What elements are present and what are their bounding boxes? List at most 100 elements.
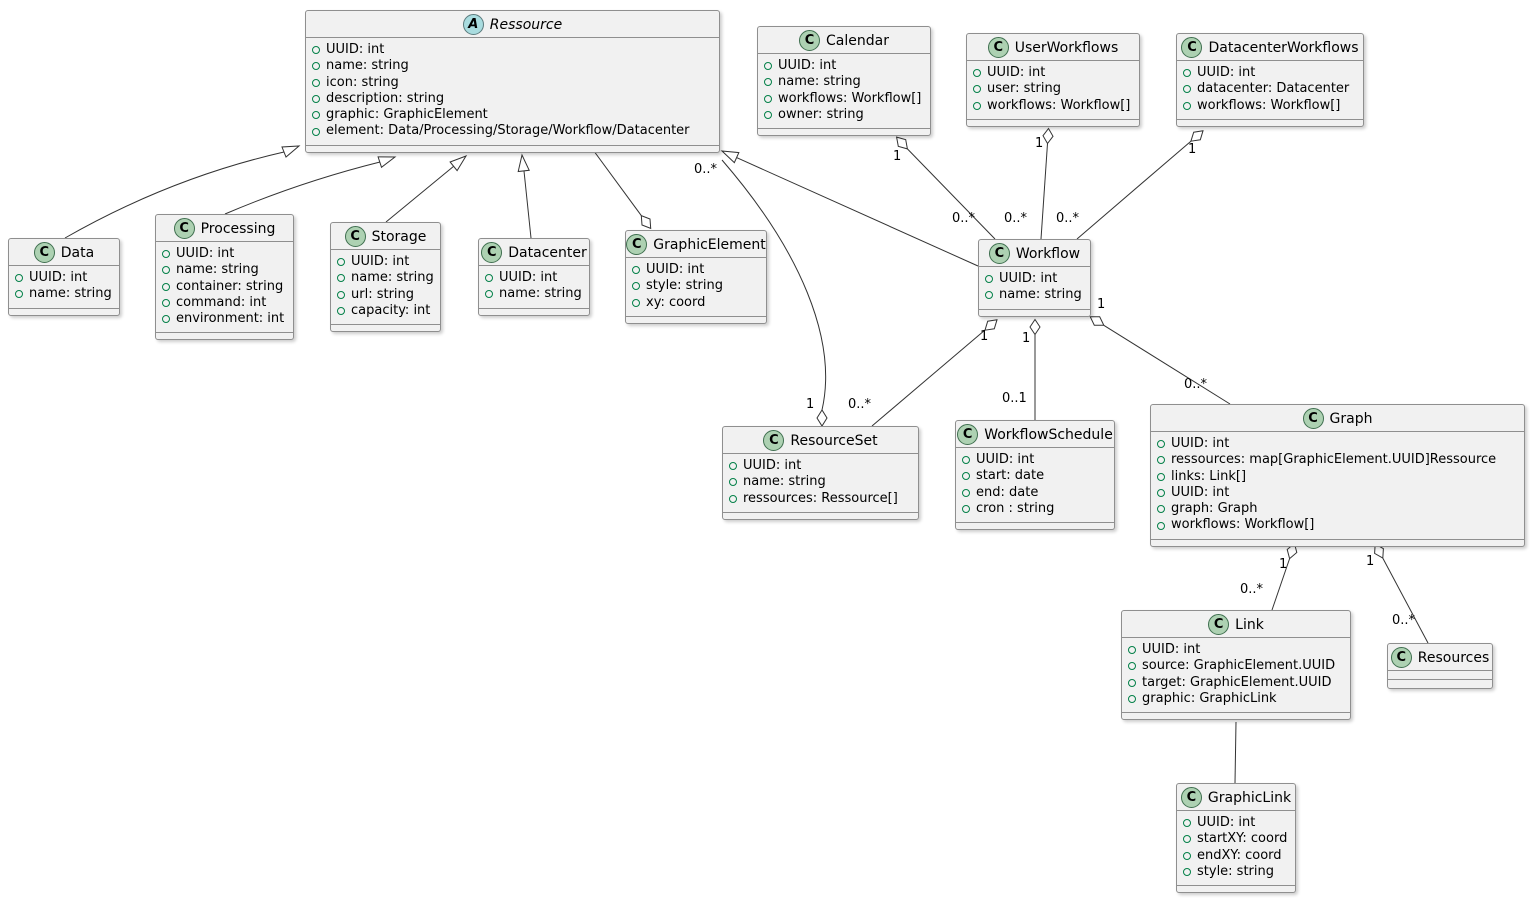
class-attribute: target: GraphicElement.UUID: [1128, 675, 1343, 691]
class-icon: C: [988, 243, 1010, 264]
class-attribute: name: string: [312, 58, 712, 74]
class-attribute: UUID: int: [1183, 65, 1356, 81]
class-attribute: ressources: map[GraphicElement.UUID]Ress…: [1157, 452, 1517, 468]
class-name: UserWorkflows: [1014, 39, 1119, 56]
edge-ressource-graphicelement: [587, 142, 642, 216]
class-header: C Processing: [156, 215, 293, 242]
edge-calendar-workflow: [907, 148, 996, 240]
class-header: C Resources: [1388, 644, 1492, 671]
class-header: A Ressource: [306, 11, 719, 38]
class-attribute: name: string: [985, 287, 1083, 303]
inheritance-arrow: [449, 155, 468, 172]
class-header: C Storage: [331, 223, 440, 250]
methods-compartment: [1177, 885, 1295, 892]
class-name: Datacenter: [508, 244, 587, 261]
class-icon: C: [173, 218, 195, 239]
class-name: Resources: [1417, 649, 1490, 666]
aggregation-diamond: [640, 214, 652, 230]
class-attribute: UUID: int: [1183, 815, 1288, 831]
class-attribute: ressources: Ressource[]: [729, 491, 911, 507]
edge-workflow-graph: [1103, 324, 1231, 405]
edge-userworkflows-workflow: [1040, 143, 1048, 240]
methods-compartment: [331, 324, 440, 331]
class-attribute: element: Data/Processing/Storage/Workflo…: [312, 123, 712, 139]
methods-compartment: [723, 511, 918, 519]
class-attribute: url: string: [337, 287, 433, 303]
edge-link-graphiclink: [1234, 721, 1237, 784]
class-icon: C: [33, 242, 55, 263]
class-resources: C Resources: [1387, 643, 1493, 689]
class-name: Graph: [1329, 410, 1373, 427]
class-attribute: UUID: int: [764, 58, 923, 74]
class-header: C Graph: [1151, 405, 1524, 432]
class-icon: C: [1208, 614, 1230, 635]
class-name: GraphicLink: [1207, 789, 1292, 806]
methods-compartment: [1151, 538, 1524, 546]
class-attribute: UUID: int: [985, 271, 1083, 287]
methods-compartment: [1388, 679, 1492, 688]
class-name: WorkflowSchedule: [984, 426, 1113, 443]
class-name: Ressource: [489, 16, 563, 33]
aggregation-diamond: [1042, 127, 1054, 145]
class-attribute: UUID: int: [729, 458, 911, 474]
class-name: Processing: [200, 220, 276, 237]
class-attribute: workflows: Workflow[]: [764, 91, 923, 107]
class-attribute: description: string: [312, 91, 712, 107]
aggregation-diamond: [1374, 543, 1384, 559]
class-icon: C: [957, 424, 979, 445]
inheritance-arrow: [517, 153, 530, 173]
class-attribute: UUID: int: [973, 65, 1132, 81]
class-attribute: source: GraphicElement.UUID: [1128, 658, 1343, 674]
class-name: Storage: [371, 228, 427, 245]
class-attribute: endXY: coord: [1183, 848, 1288, 864]
aggregation-diamond: [1190, 130, 1204, 142]
class-icon: C: [344, 226, 366, 247]
class-attribute: UUID: int: [1157, 436, 1517, 452]
class-header: C ResourceSet: [723, 427, 918, 454]
class-header: C GraphicLink: [1177, 784, 1295, 811]
class-attribute: name: string: [15, 286, 112, 302]
class-attribute: style: string: [632, 278, 759, 294]
edge-graph-resources: [1382, 557, 1429, 644]
edge-storage-ressource: [385, 165, 455, 223]
methods-compartment: [979, 308, 1090, 316]
methods-compartment: [758, 128, 930, 135]
class-name: Data: [60, 244, 95, 261]
class-attribute: UUID: int: [962, 452, 1107, 468]
methods-compartment: [306, 144, 719, 152]
class-name: GraphicElement: [653, 236, 766, 253]
class-header: C Datacenter: [479, 239, 589, 266]
edge-data-ressource: [64, 151, 285, 239]
methods-compartment: [967, 118, 1139, 126]
class-icon: C: [626, 234, 648, 255]
class-attribute: links: Link[]: [1157, 469, 1517, 485]
aggregation-diamond: [1029, 318, 1041, 336]
class-name: ResourceSet: [790, 432, 878, 449]
class-icon: C: [1180, 787, 1202, 808]
class-icon: C: [481, 242, 503, 263]
edge-workflow-resourceset: [871, 329, 986, 427]
abstract-class-icon: A: [462, 14, 484, 35]
class-attribute: container: string: [162, 279, 286, 295]
class-header: C DatacenterWorkflows: [1177, 34, 1363, 61]
aggregation-diamond: [1089, 316, 1105, 326]
methods-compartment: [9, 307, 119, 315]
class-icon: C: [1181, 37, 1203, 58]
edge-datacenterworkflows-workflow: [1076, 140, 1192, 240]
class-attribute: end: date: [962, 485, 1107, 501]
